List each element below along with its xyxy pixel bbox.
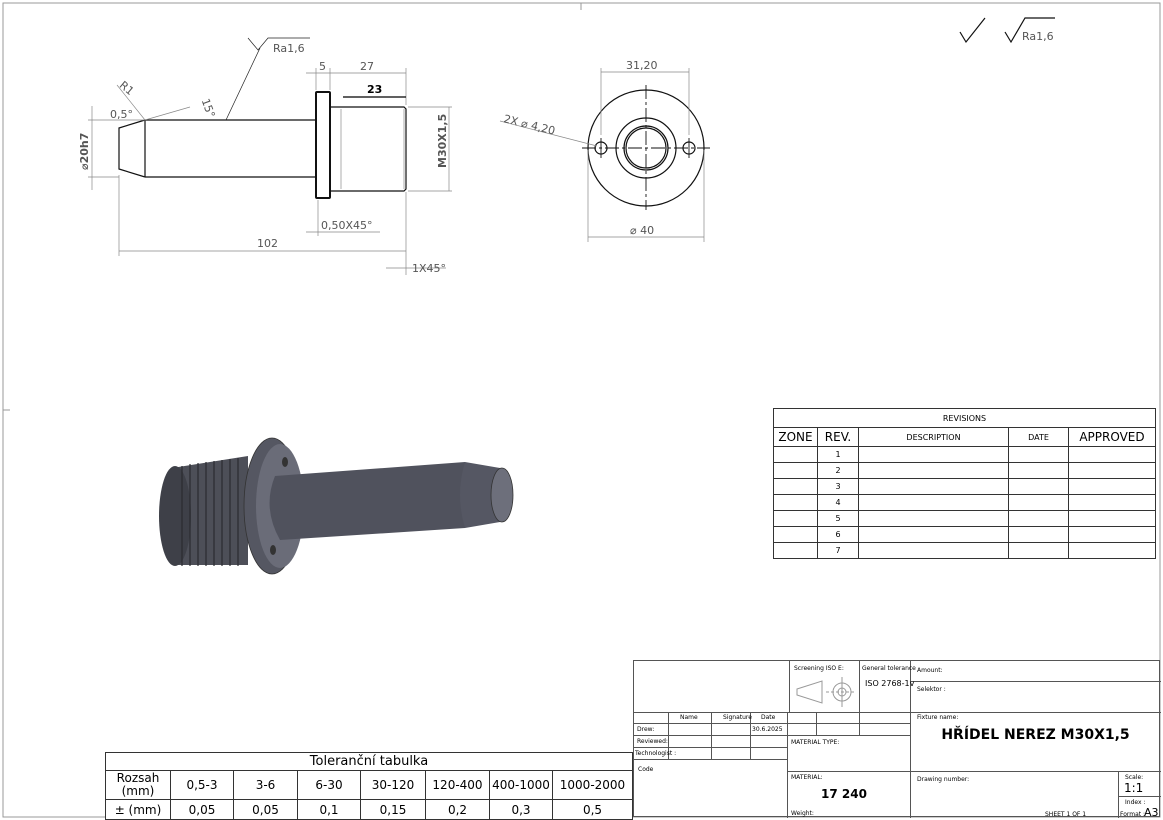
table-row: 4 — [773, 494, 1156, 511]
amount-label: Amount: — [917, 667, 943, 674]
range-cell: 6-30 — [297, 770, 361, 800]
shaft-diameter-dim: ⌀20h7 — [78, 133, 91, 170]
drew-label: Drew: — [637, 726, 655, 733]
tolerance-cell: 0,1 — [297, 799, 361, 820]
rev-number: 3 — [817, 478, 859, 495]
general-tolerance-label: General tolerance — [862, 665, 916, 672]
material-value: 17 240 — [821, 787, 867, 801]
outer-diameter-dim: ⌀ 40 — [630, 224, 654, 237]
rev-number: 2 — [817, 462, 859, 479]
tolerance-label: ± (mm) — [105, 799, 171, 820]
tolerance-cell: 0,2 — [425, 799, 490, 820]
side-view-dimensions — [499, 68, 705, 242]
roughness-ra-icon — [1004, 17, 1055, 44]
date-header: Date — [761, 714, 776, 721]
range-cell: 3-6 — [233, 770, 298, 800]
roughness-check-icon — [959, 17, 986, 44]
rev-number: 4 — [817, 494, 859, 511]
fixture-name-label: Fixture name: — [917, 714, 959, 721]
flange-width-dim: 5 — [319, 60, 326, 73]
tolerance-cell: 0,05 — [233, 799, 298, 820]
drew-date: 30.6.2025 — [752, 726, 783, 733]
thread-length-dim: 27 — [360, 60, 374, 73]
full-thread-dim: 23 — [367, 83, 382, 96]
range-cell: 30-120 — [360, 770, 426, 800]
tolerance-cell: 0,5 — [552, 799, 633, 820]
format-label: Format : — [1120, 811, 1146, 818]
rev-number: 1 — [817, 446, 859, 463]
scale-label: Scale: — [1125, 774, 1144, 781]
tip-angle-dim: 0,5° — [110, 108, 133, 121]
tolerance-cell: 0,15 — [360, 799, 426, 820]
tolerance-standard: ISO 2768-1v — [865, 679, 915, 688]
side-view — [582, 85, 710, 210]
weight-label: Weight: — [791, 810, 814, 817]
total-length-dim: 102 — [257, 237, 278, 250]
projection-symbol-icon — [796, 677, 855, 707]
table-row: 1 — [773, 446, 1156, 463]
name-header: Name — [680, 714, 698, 721]
col-approved: APPROVED — [1068, 427, 1156, 447]
roughness-symbols — [959, 17, 1055, 44]
hole-spacing-dim: 31,20 — [626, 59, 658, 72]
signature-header: Signature — [723, 714, 752, 721]
table-row: 2 — [773, 462, 1156, 479]
rev-number: 6 — [817, 526, 859, 543]
col-zone: ZONE — [773, 427, 818, 447]
rev-number: 5 — [817, 510, 859, 527]
screening-label: Screening ISO E: — [794, 665, 844, 672]
surface-roughness-label: Ra1,6 — [273, 42, 305, 55]
fixture-name-value: HŘÍDEL NEREZ M30X1,5 — [941, 727, 1130, 743]
sheet-label: SHEET 1 OF 1 — [1045, 811, 1087, 818]
range-cell: 1000-2000 — [552, 770, 633, 800]
tolerance-cell: 0,3 — [489, 799, 553, 820]
range-cell: 120-400 — [425, 770, 490, 800]
range-label: Rozsah (mm) — [105, 770, 171, 800]
format-value: A3 — [1144, 806, 1159, 819]
tolerance-table: Toleranční tabulka Rozsah (mm) 0,5-3 3-6… — [105, 752, 633, 820]
col-description: DESCRIPTION — [858, 427, 1009, 447]
range-cell: 0,5-3 — [170, 770, 234, 800]
reviewed-label: Reviewed: — [637, 738, 668, 745]
selektor-label: Selektor : — [917, 686, 946, 693]
technologist-label: Technologist : — [635, 750, 677, 757]
revisions-table: REVISIONS ZONE REV. DESCRIPTION DATE APP… — [773, 408, 1156, 559]
thread-dim: M30X1,5 — [436, 114, 449, 168]
scale-value: 1:1 — [1124, 781, 1144, 795]
index-label: Index : — [1125, 799, 1146, 806]
end-chamfer-dim: 1X45° — [412, 262, 446, 275]
material-label: MATERIAL: — [791, 774, 823, 781]
flange-chamfer-dim: 0,50X45° — [321, 219, 373, 232]
general-roughness-label: Ra1,6 — [1022, 30, 1054, 43]
title-block: Screening ISO E: General tolerance ISO 2… — [633, 660, 1161, 819]
drawing-number-label: Drawing number: — [917, 776, 970, 783]
revisions-title: REVISIONS — [773, 408, 1156, 428]
front-view — [118, 91, 407, 199]
table-row: 3 — [773, 478, 1156, 495]
taper-angle-dim: 15° — [199, 97, 218, 120]
hole-diameter-dim: 2X ⌀ 4,20 — [502, 112, 556, 137]
col-rev: REV. — [817, 427, 859, 447]
col-date: DATE — [1008, 427, 1069, 447]
isometric-model-view — [159, 437, 514, 575]
tolerance-title: Toleranční tabulka — [105, 752, 633, 771]
front-view-dimensions — [88, 37, 452, 275]
material-type-label: MATERIAL TYPE: — [791, 739, 840, 746]
rev-number: 7 — [817, 542, 859, 559]
tolerance-cell: 0,05 — [170, 799, 234, 820]
table-row: 6 — [773, 526, 1156, 543]
radius-dim: R1 — [117, 79, 137, 98]
table-row: 7 — [773, 542, 1156, 559]
range-cell: 400-1000 — [489, 770, 553, 800]
code-label: Code — [638, 766, 654, 773]
table-row: 5 — [773, 510, 1156, 527]
